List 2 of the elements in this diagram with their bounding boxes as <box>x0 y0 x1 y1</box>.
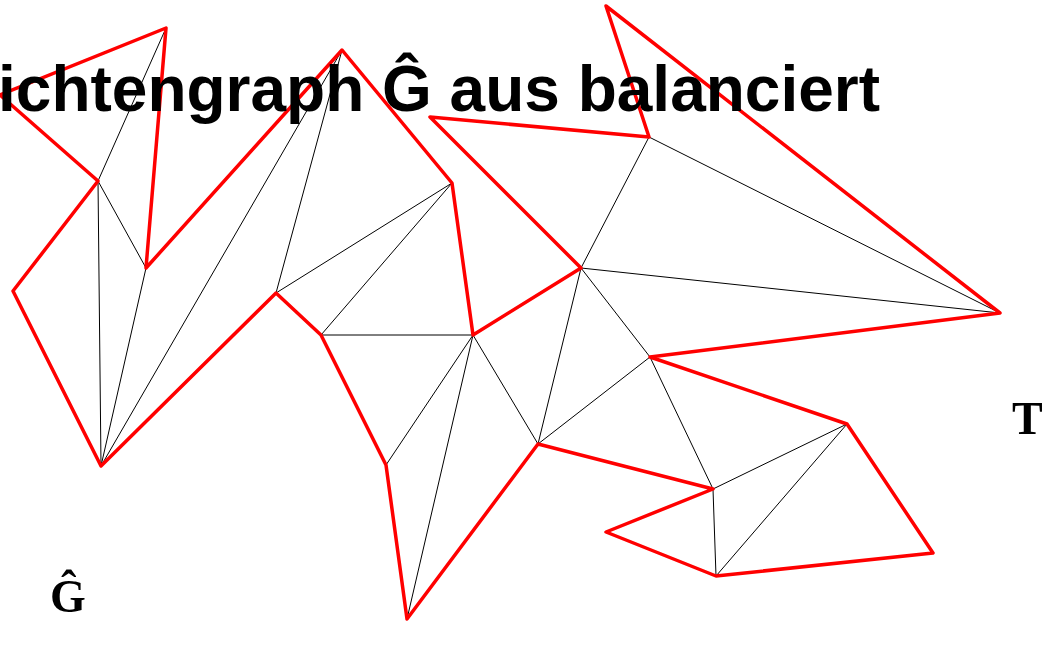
graph-symbol-label: Ĝ <box>50 570 86 623</box>
letter-label: T <box>1012 392 1043 445</box>
